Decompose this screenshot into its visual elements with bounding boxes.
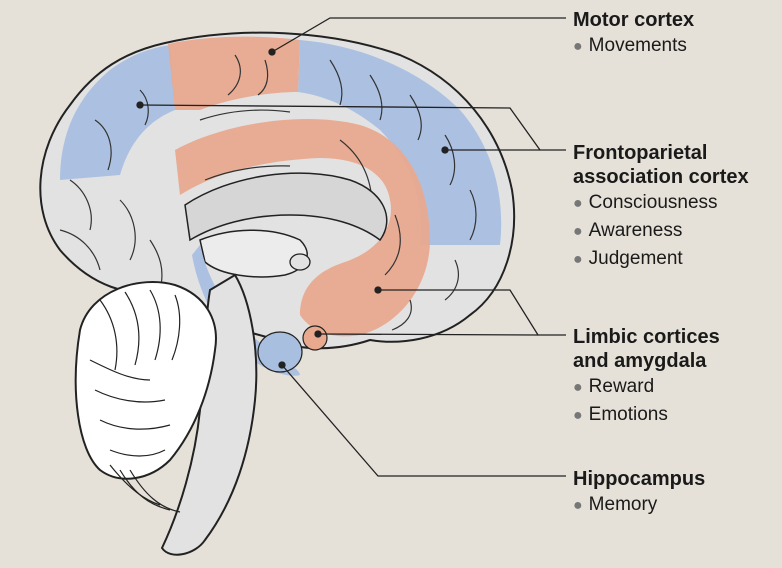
hippocampus-label: Hippocampus ●Memory: [573, 467, 705, 519]
frontoparietal-item-consciousness: ●Consciousness: [573, 189, 749, 217]
motor-cortex-title: Motor cortex: [573, 8, 694, 32]
motor-item-movements: ●Movements: [573, 32, 694, 60]
limbic-label: Limbic cortices and amygdala ●Reward ●Em…: [573, 325, 720, 429]
motor-cortex-label: Motor cortex ●Movements: [573, 8, 694, 60]
frontoparietal-item-judgement: ●Judgement: [573, 245, 749, 273]
hippocampus-title: Hippocampus: [573, 467, 705, 491]
limbic-title-line1: Limbic cortices: [573, 325, 720, 349]
amygdala: [303, 326, 327, 350]
limbic-item-reward: ●Reward: [573, 373, 720, 401]
pineal: [290, 254, 310, 270]
limbic-item-emotions: ●Emotions: [573, 401, 720, 429]
frontoparietal-title-line2: association cortex: [573, 165, 749, 189]
frontoparietal-title-line1: Frontoparietal: [573, 141, 749, 165]
limbic-title-line2: and amygdala: [573, 349, 720, 373]
frontoparietal-label: Frontoparietal association cortex ●Consc…: [573, 141, 749, 273]
hippocampus-item-memory: ●Memory: [573, 491, 705, 519]
frontoparietal-item-awareness: ●Awareness: [573, 217, 749, 245]
